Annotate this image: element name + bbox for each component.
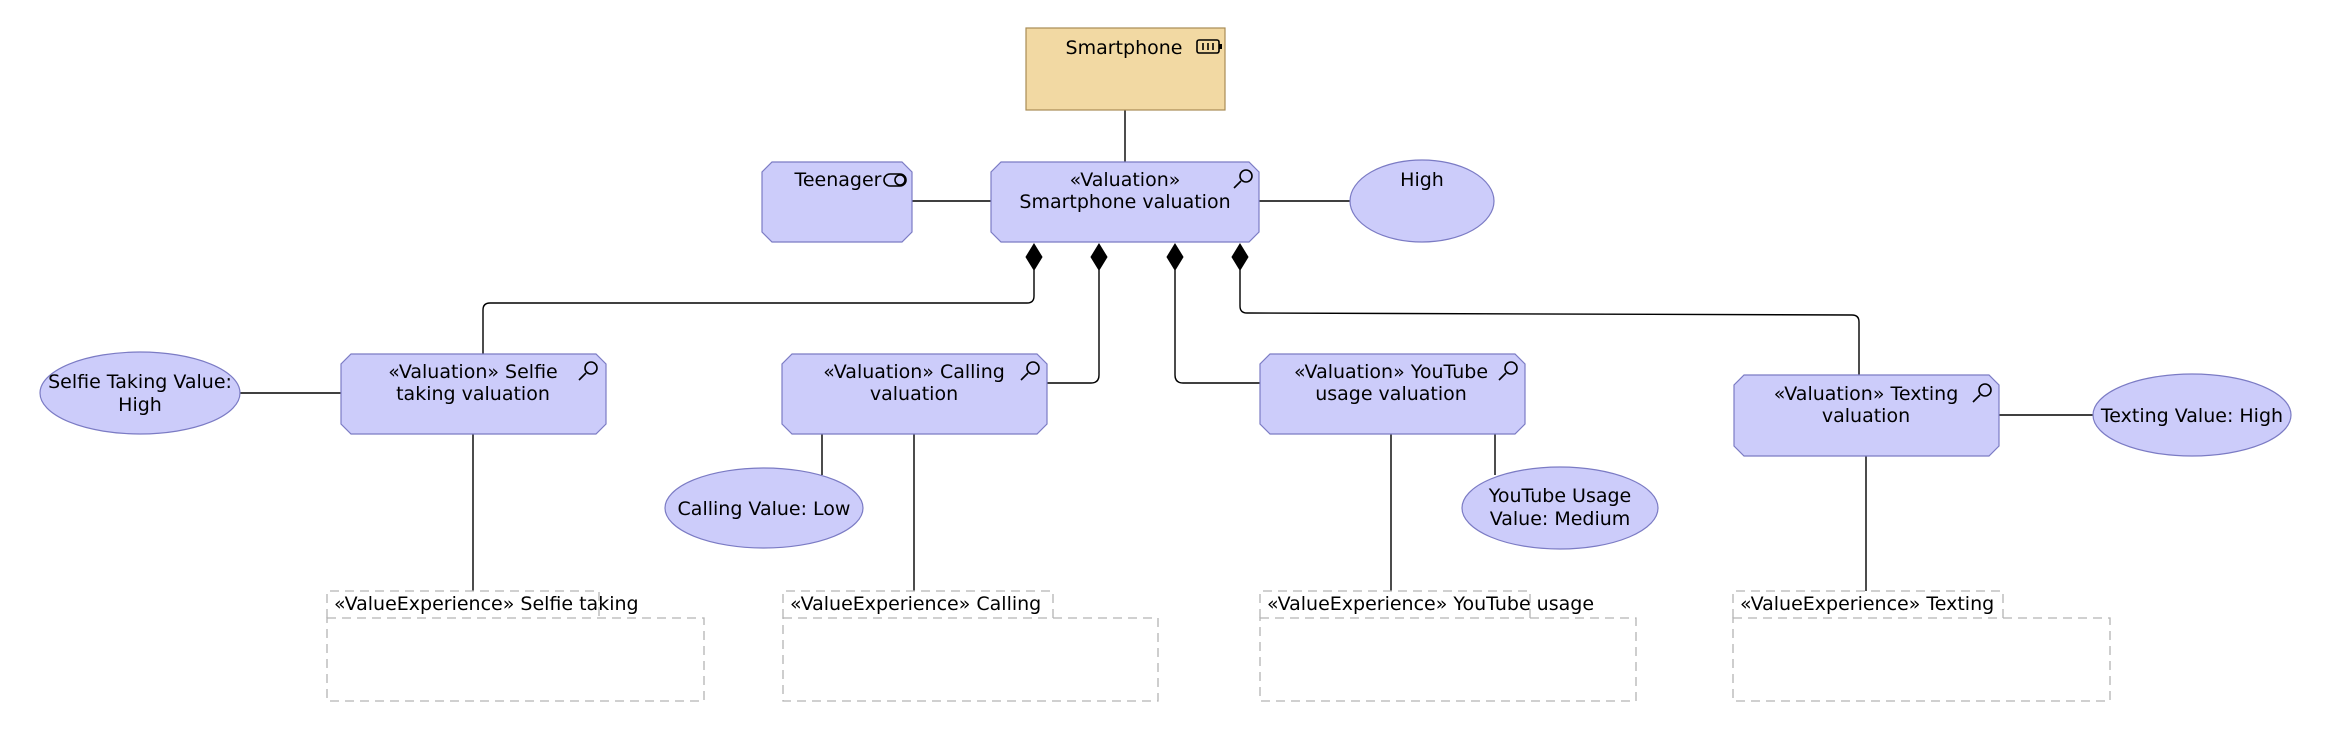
magnifier-icon bbox=[1972, 383, 1992, 403]
experience-texting[interactable]: «ValueExperience» Texting bbox=[1732, 590, 2111, 702]
valuation-youtube-line1: «Valuation» YouTube bbox=[1294, 361, 1488, 383]
resource-icon bbox=[1196, 39, 1222, 54]
valuation-selfie-line1: «Valuation» Selfie bbox=[388, 361, 557, 383]
stakeholder-label: Teenager bbox=[793, 169, 881, 191]
valuation-texting-line1: «Valuation» Texting bbox=[1774, 383, 1959, 405]
calling-value-label: Calling Value: Low bbox=[678, 498, 851, 520]
experience-calling-label: «ValueExperience» Calling bbox=[790, 593, 1041, 615]
experience-youtube[interactable]: «ValueExperience» YouTube usage bbox=[1259, 590, 1637, 702]
magnifier-icon bbox=[1233, 169, 1253, 189]
valuation-texting-line2: valuation bbox=[1822, 405, 1910, 427]
youtube-value-ellipse[interactable]: YouTube Usage Value: Medium bbox=[1461, 466, 1659, 550]
magnifier-icon bbox=[1498, 361, 1518, 381]
magnifier-icon bbox=[1020, 361, 1040, 381]
valuation-texting[interactable]: «Valuation» Texting valuation bbox=[1733, 374, 2000, 457]
experience-calling-box[interactable] bbox=[782, 617, 1159, 702]
composition-link-youtube bbox=[1174, 270, 1260, 384]
valuation-calling-line1: «Valuation» Calling bbox=[823, 361, 1005, 383]
experience-selfie[interactable]: «ValueExperience» Selfie taking bbox=[326, 590, 705, 702]
main-value-label: High bbox=[1400, 169, 1444, 191]
resource-box[interactable] bbox=[1025, 27, 1226, 111]
resource-label: Smartphone bbox=[1066, 37, 1183, 59]
connectors bbox=[240, 110, 2093, 591]
youtube-value-line2: Value: Medium bbox=[1490, 508, 1631, 530]
valuation-selfie-box[interactable] bbox=[340, 353, 607, 435]
experience-youtube-label: «ValueExperience» YouTube usage bbox=[1267, 593, 1594, 615]
texting-value-label: Texting Value: High bbox=[2100, 405, 2283, 427]
main-valuation-box[interactable] bbox=[990, 161, 1260, 243]
main-value-ellipse[interactable]: High bbox=[1349, 159, 1495, 243]
resource-smartphone[interactable]: Smartphone bbox=[1025, 27, 1226, 111]
stakeholder-teenager[interactable]: Teenager bbox=[761, 161, 913, 243]
valuation-texting-box[interactable] bbox=[1733, 374, 2000, 457]
texting-value-ellipse[interactable]: Texting Value: High bbox=[2092, 373, 2292, 457]
main-valuation-stereotype: «Valuation» bbox=[1070, 169, 1181, 191]
composition-link-calling bbox=[1047, 270, 1100, 384]
composition-diamonds bbox=[1025, 243, 1249, 271]
valuation-selfie-line2: taking valuation bbox=[396, 383, 550, 405]
experience-texting-box[interactable] bbox=[1732, 617, 2111, 702]
main-valuation[interactable]: «Valuation» Smartphone valuation bbox=[990, 161, 1260, 243]
main-valuation-label: Smartphone valuation bbox=[1019, 191, 1230, 213]
valuation-calling-line2: valuation bbox=[870, 383, 958, 405]
composition-diamond-icon bbox=[1166, 243, 1184, 271]
experience-texting-label: «ValueExperience» Texting bbox=[1740, 593, 1994, 615]
experience-youtube-box[interactable] bbox=[1259, 617, 1637, 702]
composition-diamond-icon bbox=[1231, 243, 1249, 271]
valuation-youtube[interactable]: «Valuation» YouTube usage valuation bbox=[1259, 353, 1526, 435]
magnifier-icon bbox=[578, 361, 598, 381]
stakeholder-icon bbox=[883, 173, 907, 187]
composition-diamond-icon bbox=[1025, 243, 1043, 271]
selfie-value-line2: High bbox=[118, 394, 162, 416]
main-value-shape[interactable] bbox=[1349, 159, 1495, 243]
youtube-value-shape[interactable] bbox=[1461, 466, 1659, 550]
selfie-value-line1: Selfie Taking Value: bbox=[48, 371, 232, 393]
experience-calling[interactable]: «ValueExperience» Calling bbox=[782, 590, 1159, 702]
stakeholder-box[interactable] bbox=[761, 161, 913, 243]
valuation-selfie[interactable]: «Valuation» Selfie taking valuation bbox=[340, 353, 607, 435]
valuation-calling[interactable]: «Valuation» Calling valuation bbox=[781, 353, 1048, 435]
valuation-calling-box[interactable] bbox=[781, 353, 1048, 435]
selfie-value-ellipse[interactable]: Selfie Taking Value: High bbox=[39, 351, 241, 435]
composition-link-selfie bbox=[482, 270, 1035, 354]
valuation-youtube-line2: usage valuation bbox=[1315, 383, 1467, 405]
composition-diamond-icon bbox=[1090, 243, 1108, 271]
calling-value-ellipse[interactable]: Calling Value: Low bbox=[664, 467, 864, 549]
youtube-value-line1: YouTube Usage bbox=[1488, 485, 1632, 507]
valuation-youtube-box[interactable] bbox=[1259, 353, 1526, 435]
experience-selfie-label: «ValueExperience» Selfie taking bbox=[334, 593, 639, 615]
composition-link-texting bbox=[1239, 270, 1860, 375]
experience-selfie-box[interactable] bbox=[326, 617, 705, 702]
calling-value-shape[interactable] bbox=[664, 467, 864, 549]
texting-value-shape[interactable] bbox=[2092, 373, 2292, 457]
selfie-value-shape[interactable] bbox=[39, 351, 241, 435]
